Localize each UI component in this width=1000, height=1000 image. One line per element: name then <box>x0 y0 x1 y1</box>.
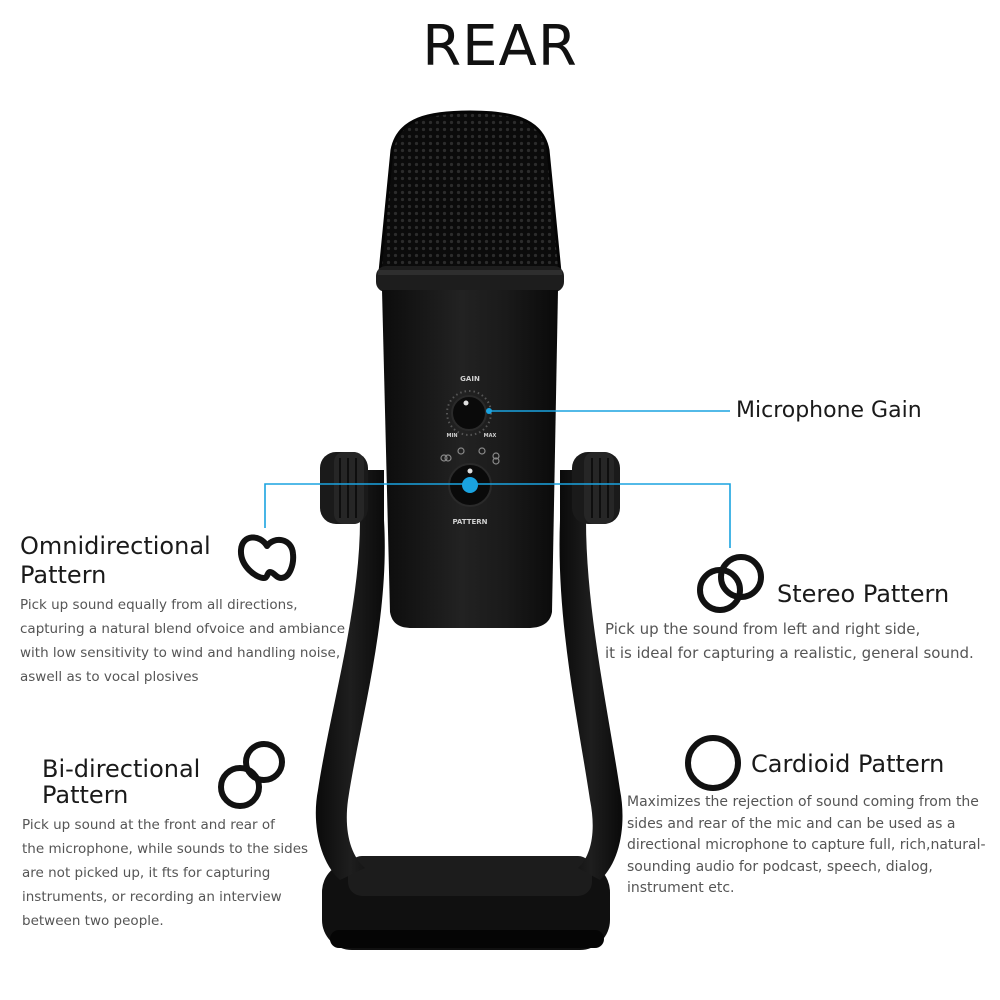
cardioid-desc-line: instrument etc. <box>627 880 735 896</box>
stand-yoke <box>315 470 623 880</box>
mic-collar <box>376 266 564 292</box>
omnidirectional-desc-line: aswell as to vocal plosives <box>20 669 199 685</box>
omnidirectional-desc-line: with low sensitivity to wind and handlin… <box>20 645 341 661</box>
omnidirectional-desc-line: capturing a natural blend ofvoice and am… <box>20 621 346 637</box>
side-knob-right <box>572 452 620 524</box>
stand-base <box>322 856 610 950</box>
omnidirectional-description: Pick up sound equally from all direction… <box>20 593 350 689</box>
bidirectional-title: Bi-directional Pattern <box>42 756 200 808</box>
cardioid-desc-line: sounding audio for podcast, speech, dial… <box>627 858 933 875</box>
mic-grille <box>378 110 562 274</box>
bidirectional-desc-line: Pick up sound at the front and rear of <box>22 817 275 833</box>
stereo-description: Pick up the sound from left and right si… <box>605 617 1000 665</box>
omnidirectional-desc-line: Pick up sound equally from all direction… <box>20 597 298 613</box>
bidirectional-description: Pick up sound at the front and rear of t… <box>22 813 322 933</box>
microphone-gain-label: Microphone Gain <box>736 398 922 423</box>
stereo-icon <box>697 554 764 613</box>
omnidirectional-icon <box>238 534 297 581</box>
omnidirectional-title: Omnidirectional Pattern <box>20 532 211 590</box>
cardioid-desc-line: directional microphone to capture full, … <box>627 837 986 853</box>
cardioid-desc-line: sides and rear of the mic and can be use… <box>627 815 956 832</box>
gain-min-label: MIN <box>446 433 457 439</box>
bidirectional-desc-line: between two people. <box>22 913 164 929</box>
mic-body <box>382 290 558 628</box>
bidirectional-title-line2: Pattern <box>42 781 129 809</box>
cardioid-description: Maximizes the rejection of sound coming … <box>627 792 999 900</box>
omnidirectional-title-line1: Omnidirectional <box>20 532 211 560</box>
page-title: REAR <box>422 14 578 79</box>
cardioid-desc-line: Maximizes the rejection of sound coming … <box>627 794 979 810</box>
stereo-title: Stereo Pattern <box>777 580 950 608</box>
bidirectional-icon <box>218 741 285 809</box>
gain-max-label: MAX <box>484 433 497 439</box>
bidirectional-desc-line: instruments, or recording an interview <box>22 889 282 905</box>
bidirectional-desc-line: the microphone, while sounds to the side… <box>22 841 309 857</box>
cardioid-icon <box>685 735 741 791</box>
bidirectional-title-line1: Bi-directional <box>42 755 201 783</box>
bidirectional-desc-line: are not picked up, it fts for capturing <box>22 865 271 881</box>
pattern-knob <box>448 463 492 507</box>
side-knob-left <box>320 452 368 524</box>
callout-lines <box>264 410 731 548</box>
pattern-leds <box>440 447 500 465</box>
stereo-desc-line: Pick up the sound from left and right si… <box>605 620 921 638</box>
gain-panel-label: GAIN <box>460 375 480 383</box>
stereo-desc-line: it is ideal for capturing a realistic, g… <box>605 644 974 662</box>
pattern-callout-line <box>264 483 731 548</box>
cardioid-title: Cardioid Pattern <box>751 750 945 778</box>
omnidirectional-title-line2: Pattern <box>20 561 107 589</box>
pattern-panel-label: PATTERN <box>452 518 487 526</box>
